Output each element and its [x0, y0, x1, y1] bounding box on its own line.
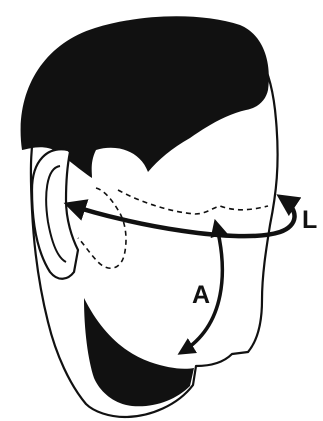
label-a: A — [192, 281, 210, 309]
label-l: L — [302, 206, 317, 234]
